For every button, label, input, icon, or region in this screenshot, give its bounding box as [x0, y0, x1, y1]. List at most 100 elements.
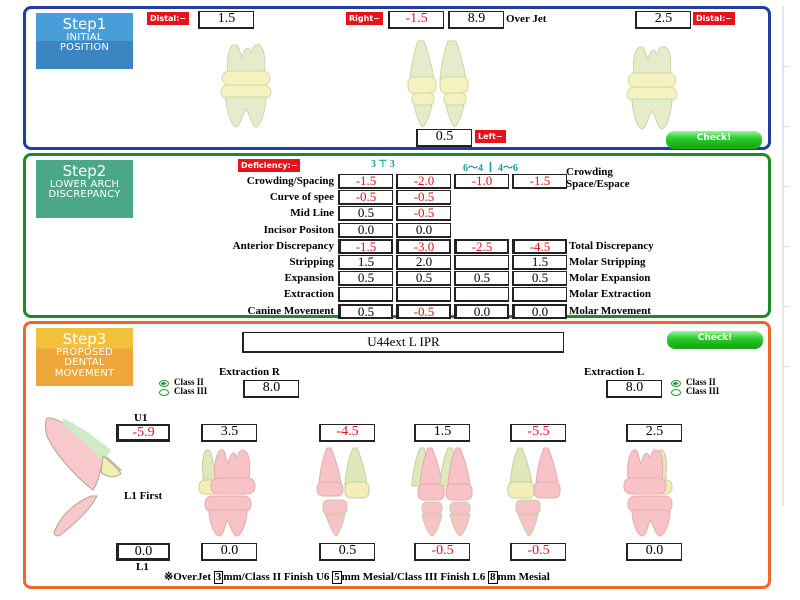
table-cell[interactable]: 2.0: [396, 255, 451, 270]
vertical-scrollbar[interactable]: [782, 6, 790, 506]
treatment-plan-input[interactable]: U44ext L IPR: [242, 332, 564, 353]
table-cell[interactable]: -0.5: [396, 206, 451, 222]
table-cell[interactable]: -1.5: [338, 238, 393, 254]
table-cell[interactable]: 0.0: [454, 303, 509, 319]
step1-check-button[interactable]: Check!: [666, 131, 762, 147]
table-cell[interactable]: 0.5: [338, 271, 393, 287]
table-cell[interactable]: -2.5: [454, 238, 509, 254]
right-tag: Right−: [346, 12, 383, 25]
extraction-l-class3-label: Class III: [686, 386, 720, 396]
lower-movement-input[interactable]: -0.5: [510, 543, 566, 561]
extraction-r-class2-label: Class II: [174, 377, 204, 387]
footnote-suffix: mm Mesial: [497, 571, 550, 583]
u6-mm-input[interactable]: 5: [332, 571, 342, 584]
table-cell[interactable]: -1.5: [512, 174, 567, 189]
table-cell[interactable]: -1.0: [454, 174, 509, 189]
left-molar-icon: [626, 46, 678, 130]
u1-input[interactable]: -5.9: [116, 424, 170, 442]
right-midline-input[interactable]: -1.5: [388, 11, 444, 29]
upper-movement-input[interactable]: 1.5: [414, 424, 470, 442]
distal-left-tag: Distal:−: [693, 12, 736, 25]
table-cell[interactable]: [338, 287, 393, 303]
step2-lower-arch-discrepancy-panel: Step2 LOWER ARCH DISCREPANCY Deficiency:…: [23, 153, 771, 319]
extraction-r-label: Extraction R: [219, 366, 280, 378]
row-label: Expansion: [284, 272, 334, 285]
row-right-label: Molar Movement: [569, 304, 651, 317]
table-cell[interactable]: -4.5: [512, 238, 567, 254]
table-cell[interactable]: 0.5: [338, 303, 393, 319]
upper-movement-input[interactable]: -4.5: [319, 424, 375, 442]
table-cell[interactable]: 1.5: [338, 255, 393, 270]
step1-subtitle-2: POSITION: [59, 42, 110, 54]
row-label: Curve of spee: [269, 191, 334, 204]
table-cell[interactable]: [512, 287, 567, 303]
extraction-l-input[interactable]: 8.0: [606, 380, 662, 398]
distal-right-input[interactable]: 1.5: [198, 11, 254, 29]
extraction-r-input[interactable]: 8.0: [243, 380, 299, 398]
table-cell[interactable]: -1.5: [338, 174, 393, 189]
distal-left-input[interactable]: 2.5: [635, 11, 691, 29]
right-molar-movement-icon: [198, 449, 256, 537]
row-label: Mid Line: [290, 207, 334, 220]
crowding-right-label-1: Crowding: [566, 166, 613, 178]
overjet-input[interactable]: 8.9: [448, 11, 504, 29]
table-cell[interactable]: 0.0: [396, 222, 451, 238]
row-label: Stripping: [289, 256, 334, 268]
row-right-label: Molar Stripping: [569, 256, 646, 268]
anterior-column-header: 3 ⊤ 3: [371, 159, 395, 170]
lower-movement-input[interactable]: 0.5: [319, 543, 375, 561]
step1-subtitle-1: INITIAL: [66, 31, 103, 43]
table-cell[interactable]: 0.5: [454, 271, 509, 287]
step1-badge: Step1 INITIAL POSITION: [36, 13, 133, 69]
extraction-l-class2-label: Class II: [686, 377, 716, 387]
table-cell[interactable]: 0.5: [396, 271, 451, 287]
footnote-mid2: mm Mesial/Class III Finish L6: [341, 571, 489, 583]
u1-label: U1: [134, 412, 148, 424]
row-label: Anterior Discrepancy: [232, 239, 334, 252]
incisor-profile-icon: [45, 417, 123, 537]
incisors-icon: [407, 40, 469, 128]
upper-movement-input[interactable]: 3.5: [201, 424, 257, 442]
upper-movement-input[interactable]: 2.5: [626, 424, 682, 442]
row-label: Extraction: [283, 288, 334, 301]
extraction-l-class3-radio[interactable]: [671, 389, 681, 396]
row-right-label: Total Discrepancy: [569, 239, 654, 252]
table-cell[interactable]: -3.0: [396, 238, 451, 254]
deficiency-tag: Deficiency:−: [238, 159, 301, 172]
table-cell[interactable]: [396, 287, 451, 303]
table-cell[interactable]: 0.0: [338, 222, 393, 238]
table-cell[interactable]: -0.5: [338, 190, 393, 206]
lower-movement-input[interactable]: 0.0: [626, 543, 682, 561]
table-cell[interactable]: -0.5: [396, 303, 451, 319]
row-label: Canine Movement: [247, 304, 334, 317]
table-cell[interactable]: [454, 255, 509, 270]
extraction-r-class2-radio[interactable]: [159, 380, 169, 387]
step3-check-button[interactable]: Check!: [667, 331, 763, 347]
table-cell[interactable]: -0.5: [396, 190, 451, 206]
table-cell[interactable]: [454, 287, 509, 303]
table-cell[interactable]: 0.5: [338, 206, 393, 222]
l1-input[interactable]: 0.0: [116, 543, 170, 561]
extraction-l-class2-radio[interactable]: [671, 380, 681, 387]
overjet-mm-input[interactable]: 3: [213, 571, 224, 584]
table-cell[interactable]: -2.0: [396, 174, 451, 189]
right-canine-movement-icon: [316, 447, 370, 537]
right-molar-icon: [220, 44, 272, 128]
footnote-mid1: mm/Class II Finish U6: [223, 571, 333, 583]
lower-movement-input[interactable]: -0.5: [414, 543, 470, 561]
left-midline-input[interactable]: 0.5: [416, 129, 472, 147]
step3-proposed-movement-panel: Step3 PROPOSED DENTAL MOVEMENT U44ext L …: [23, 321, 771, 589]
table-cell[interactable]: 0.0: [512, 303, 567, 319]
left-tag: Left−: [475, 130, 506, 143]
overjet-label: Over Jet: [506, 13, 547, 25]
upper-movement-input[interactable]: -5.5: [510, 424, 566, 442]
table-cell[interactable]: 1.5: [512, 255, 567, 270]
l6-mm-input[interactable]: 8: [488, 571, 498, 584]
extraction-r-class3-radio[interactable]: [159, 389, 169, 396]
step3-title: Step3: [62, 330, 107, 348]
table-cell[interactable]: 0.5: [512, 271, 567, 287]
l1-first-label: L1 First: [124, 490, 163, 502]
step2-title: Step2: [62, 162, 107, 180]
lower-movement-input[interactable]: 0.0: [201, 543, 257, 561]
